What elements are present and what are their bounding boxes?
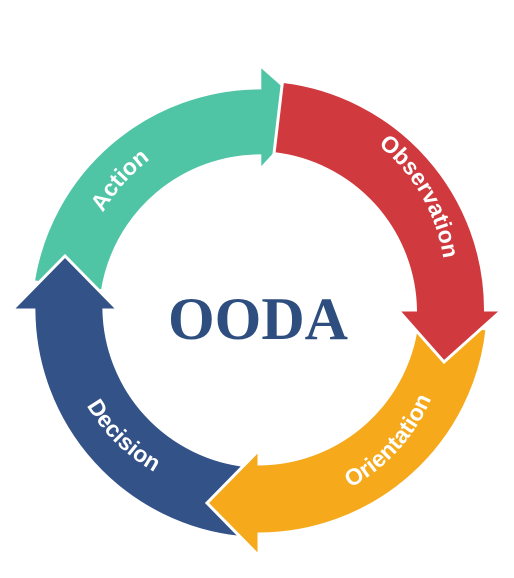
center-title: OODA	[168, 286, 348, 352]
arrow-observation	[272, 79, 506, 365]
arrow-decision	[8, 253, 249, 540]
arrow-orientation	[204, 316, 489, 560]
arrow-action	[31, 61, 316, 293]
